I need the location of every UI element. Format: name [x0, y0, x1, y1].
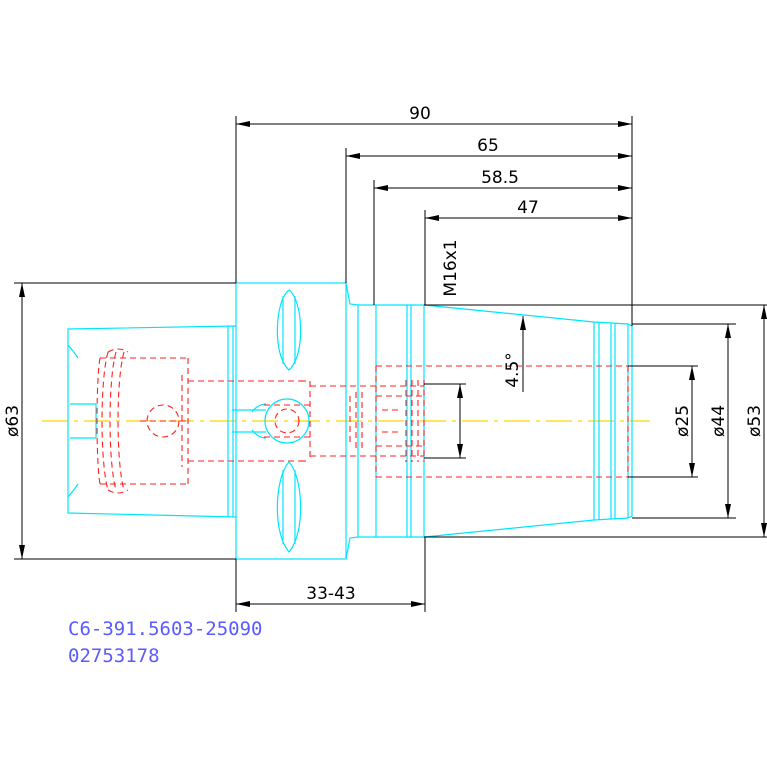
- dim-thread-m16: M16x1: [441, 239, 461, 296]
- dim-47: 47: [517, 198, 539, 218]
- part-code: C6-391.5603-25090: [68, 618, 263, 640]
- dim-dia-25: ø25: [673, 405, 693, 437]
- dim-65: 65: [477, 136, 499, 156]
- dim-90: 90: [409, 104, 431, 124]
- dim-dia-63: ø63: [3, 405, 23, 437]
- dim-58-5: 58.5: [481, 168, 519, 188]
- arrowheads: [19, 121, 767, 607]
- dimension-lines: [14, 116, 767, 612]
- dim-33-43: 33-43: [306, 584, 355, 604]
- dim-angle: 4.5°: [503, 352, 523, 388]
- part-number: 02753178: [68, 645, 160, 667]
- hidden-features: [96, 348, 629, 494]
- dim-dia-44: ø44: [709, 405, 729, 437]
- dim-dia-53: ø53: [745, 405, 765, 437]
